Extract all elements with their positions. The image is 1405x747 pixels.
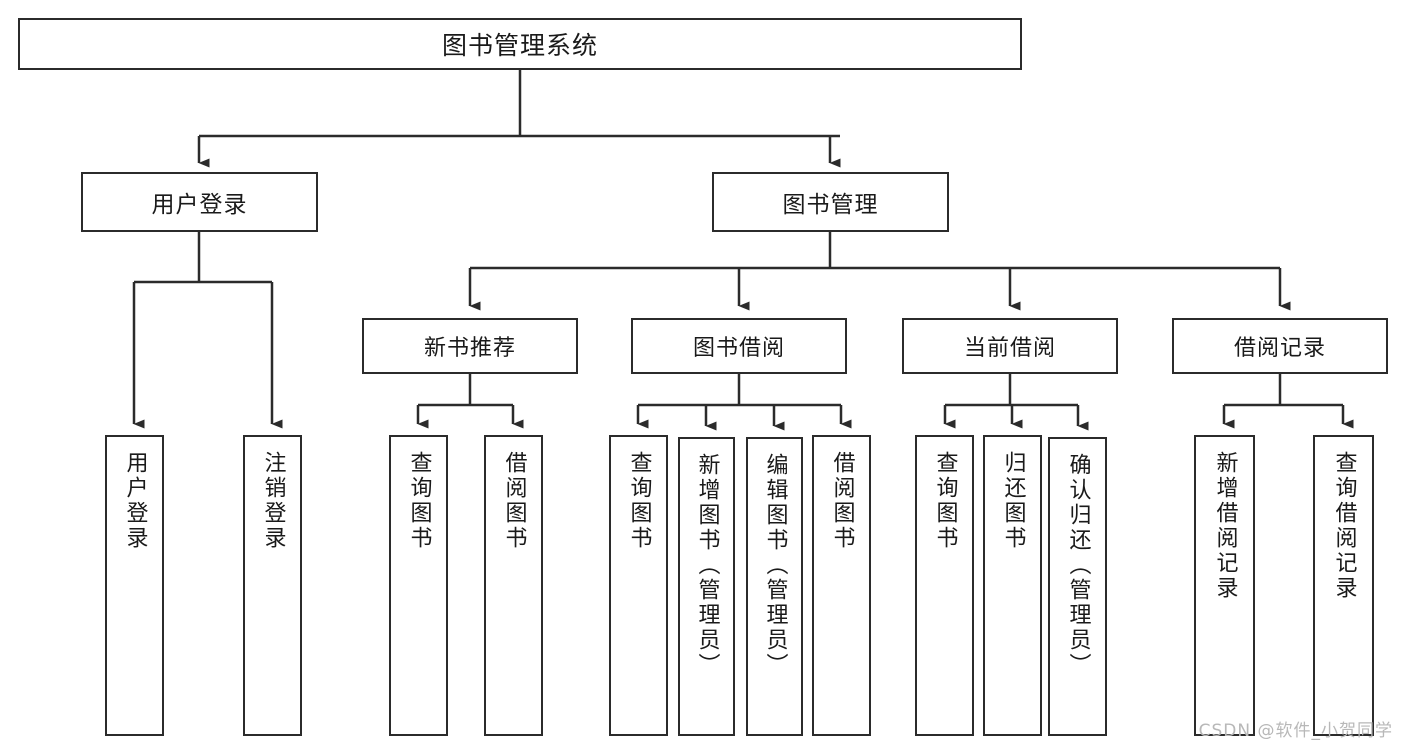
node-leaf-borrow-book-2-label: 借阅图书 xyxy=(829,451,855,551)
node-leaf-user-login-label: 用户登录 xyxy=(122,451,148,551)
node-book-manage[interactable]: 图书管理 xyxy=(712,172,949,232)
node-leaf-add-book-label: 新增图书（管理员） xyxy=(694,453,720,678)
node-new-book-rec-label: 新书推荐 xyxy=(423,336,516,361)
node-current-borrow-label: 当前借阅 xyxy=(963,336,1056,361)
node-leaf-confirm-return-label: 确认归还（管理员） xyxy=(1065,453,1091,678)
node-book-borrow[interactable]: 图书借阅 xyxy=(631,318,847,374)
node-leaf-query-book-1-label: 查询图书 xyxy=(406,451,432,551)
node-leaf-query-record-label: 查询借阅记录 xyxy=(1331,451,1357,601)
node-root-label: 图书管理系统 xyxy=(441,31,598,60)
node-leaf-edit-book[interactable]: 编辑图书（管理员） xyxy=(746,437,803,736)
node-leaf-add-book[interactable]: 新增图书（管理员） xyxy=(678,437,735,736)
node-leaf-borrow-book-1-label: 借阅图书 xyxy=(501,451,527,551)
node-leaf-borrow-book-2[interactable]: 借阅图书 xyxy=(812,435,871,736)
node-leaf-add-record-label: 新增借阅记录 xyxy=(1212,451,1238,601)
node-user-login-label: 用户登录 xyxy=(151,192,248,218)
node-new-book-rec[interactable]: 新书推荐 xyxy=(362,318,578,374)
node-current-borrow[interactable]: 当前借阅 xyxy=(902,318,1118,374)
node-borrow-record[interactable]: 借阅记录 xyxy=(1172,318,1388,374)
node-leaf-logout[interactable]: 注销登录 xyxy=(243,435,302,736)
node-leaf-edit-book-label: 编辑图书（管理员） xyxy=(762,453,788,678)
node-leaf-user-login[interactable]: 用户登录 xyxy=(105,435,164,736)
node-user-login[interactable]: 用户登录 xyxy=(81,172,318,232)
csdn-watermark: CSDN @软件_小贺同学 xyxy=(1198,721,1393,741)
node-root[interactable]: 图书管理系统 xyxy=(18,18,1022,70)
node-leaf-query-book-3[interactable]: 查询图书 xyxy=(915,435,974,736)
node-leaf-query-book-2-label: 查询图书 xyxy=(626,451,652,551)
node-leaf-query-book-2[interactable]: 查询图书 xyxy=(609,435,668,736)
node-leaf-confirm-return[interactable]: 确认归还（管理员） xyxy=(1048,437,1107,736)
node-borrow-record-label: 借阅记录 xyxy=(1233,336,1326,361)
node-leaf-logout-label: 注销登录 xyxy=(260,451,286,551)
node-book-manage-label: 图书管理 xyxy=(782,192,879,218)
node-leaf-query-book-3-label: 查询图书 xyxy=(932,451,958,551)
node-leaf-return-book-label: 归还图书 xyxy=(1000,451,1026,551)
node-leaf-borrow-book-1[interactable]: 借阅图书 xyxy=(484,435,543,736)
node-leaf-query-record[interactable]: 查询借阅记录 xyxy=(1313,435,1374,736)
node-book-borrow-label: 图书借阅 xyxy=(692,336,785,361)
node-leaf-add-record[interactable]: 新增借阅记录 xyxy=(1194,435,1255,736)
node-leaf-query-book-1[interactable]: 查询图书 xyxy=(389,435,448,736)
node-leaf-return-book[interactable]: 归还图书 xyxy=(983,435,1042,736)
